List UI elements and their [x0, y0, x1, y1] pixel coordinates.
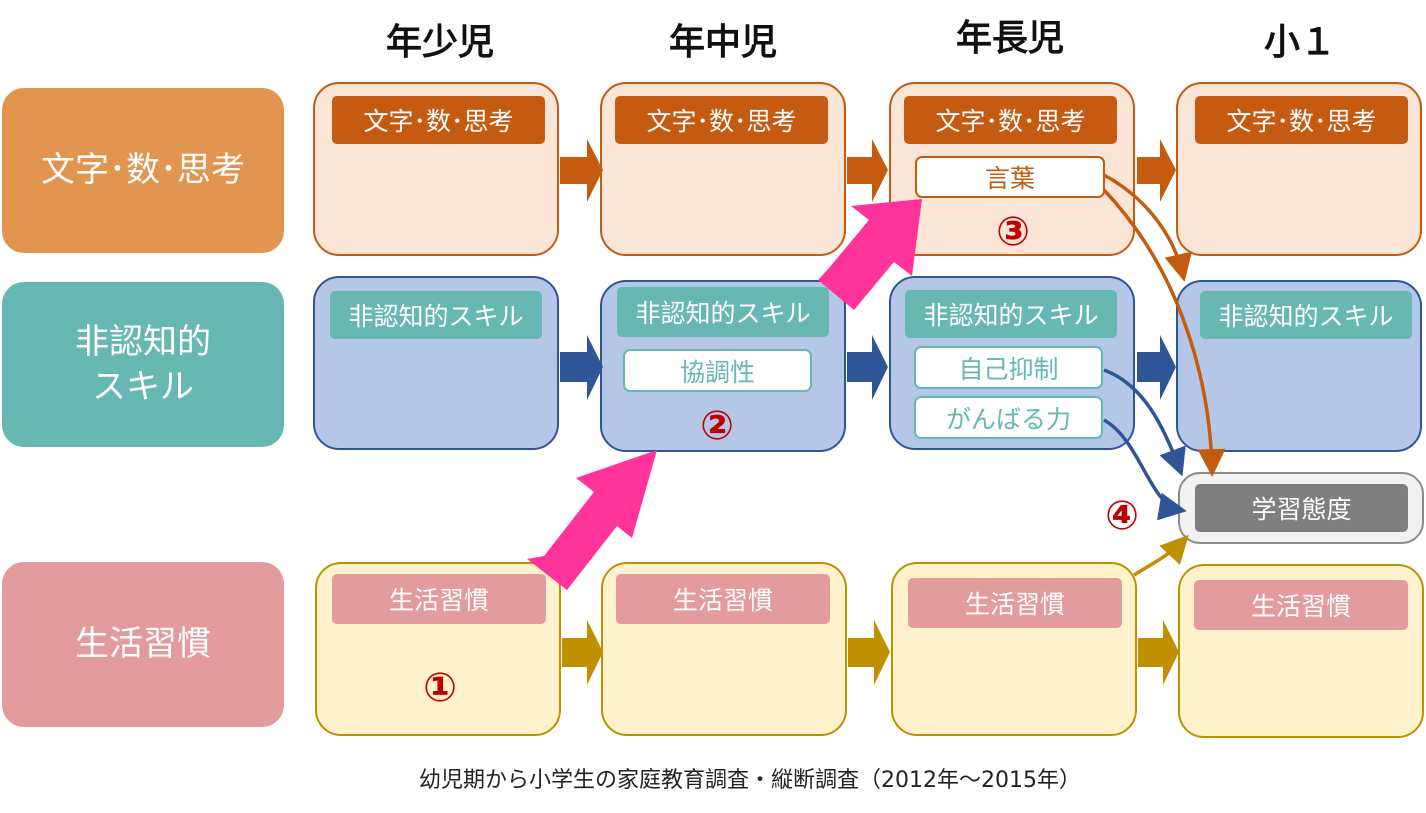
row-label-habits: 生活習慣: [2, 562, 284, 727]
row-label-cognitive: 文字･数･思考: [2, 88, 284, 253]
cognitive-badge-nencho: 文字･数･思考: [904, 96, 1117, 144]
pink-arrow-coop-to-kotoba: [818, 199, 922, 310]
marker-3: ③: [996, 209, 1030, 255]
cognitive-badge-nensho: 文字･数･思考: [332, 96, 545, 144]
noncognitive-arrow-3: [1137, 335, 1176, 400]
cognitive-badge-sho1: 文字･数･思考: [1195, 96, 1408, 144]
noncognitive-arrow-2: [847, 335, 888, 400]
noncognitive-badge-nencho: 非認知的スキル: [905, 290, 1117, 338]
row-label-noncognitive-line2: スキル: [92, 366, 194, 407]
habits-badge-nencho: 生活習慣: [908, 578, 1122, 628]
curve-kotoba-to-noncog: [1103, 173, 1192, 282]
habits-arrow-2: [848, 620, 890, 685]
cognitive-arrow-2: [847, 139, 888, 202]
habits-arrow-3: [1138, 620, 1179, 685]
pink-arrow-habits-to-coop: [527, 450, 657, 590]
column-header-sho1: 小１: [1263, 22, 1336, 63]
noncognitive-badge-sho1: 非認知的スキル: [1200, 291, 1412, 339]
sub-item-kyouchousei: 協調性: [623, 349, 812, 392]
marker-1: ①: [423, 665, 457, 711]
marker-2: ②: [700, 403, 734, 449]
cognitive-arrow-1: [560, 139, 603, 202]
habits-arrow-1: [562, 620, 603, 685]
column-header-nensho: 年少児: [385, 22, 494, 63]
column-header-nenchu: 年中児: [668, 22, 777, 63]
curve-habits-to-attitude: [1133, 534, 1189, 577]
curve-jiko-to-attitude: [1103, 368, 1186, 477]
curve-kotoba-to-attitude: [1102, 188, 1226, 477]
noncognitive-badge-nensho: 非認知的スキル: [330, 291, 542, 339]
noncognitive-badge-nenchu: 非認知的スキル: [617, 287, 829, 337]
learning-attitude-badge: 学習態度: [1195, 484, 1408, 532]
habits-badge-nenchu: 生活習慣: [616, 574, 830, 624]
habits-badge-nensho: 生活習慣: [332, 574, 546, 624]
row-label-noncognitive: 非認知的 スキル: [2, 282, 284, 447]
sub-item-ganbaru: がんばる力: [914, 396, 1103, 439]
noncognitive-arrow-1: [560, 335, 603, 400]
cognitive-arrow-3: [1137, 139, 1176, 202]
cognitive-badge-nenchu: 文字･数･思考: [615, 96, 828, 144]
column-header-nencho: 年長児: [955, 18, 1064, 59]
marker-4: ④: [1105, 493, 1139, 539]
curve-ganbaru-to-attitude: [1103, 418, 1187, 521]
caption: 幼児期から小学生の家庭教育調査・縦断調査（2012年～2015年）: [419, 768, 1081, 793]
sub-item-kotoba: 言葉: [915, 156, 1105, 198]
habits-badge-sho1: 生活習慣: [1194, 580, 1408, 630]
sub-item-jiko-yokusei: 自己抑制: [914, 346, 1103, 389]
row-label-noncognitive-line1: 非認知的: [75, 322, 211, 363]
